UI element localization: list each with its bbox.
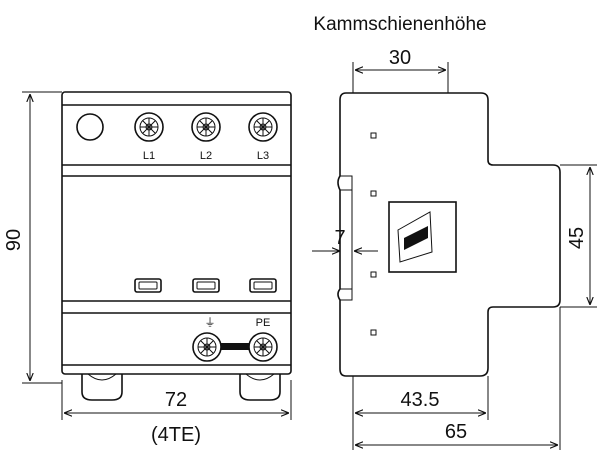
module-window xyxy=(249,278,277,293)
dimension-label-width: 72 xyxy=(165,389,187,411)
dimension-label-units: (4TE) xyxy=(151,424,201,446)
ground-symbol-label: ⏚ xyxy=(205,316,216,329)
side-view xyxy=(337,92,561,377)
mounting-foot xyxy=(81,374,123,401)
terminal-screw-icon xyxy=(248,112,278,142)
housing-outline xyxy=(61,91,292,375)
dimension-width: 72 (4TE) xyxy=(61,380,292,446)
terminal-screw-icon xyxy=(191,112,221,142)
label-plate xyxy=(388,201,457,273)
terminal-screw-icon xyxy=(134,112,164,142)
module-window xyxy=(134,278,162,293)
dimension-label-height: 90 xyxy=(3,229,25,251)
dimension-label-front-height: 45 xyxy=(566,227,588,249)
dimension-depth-total: 65 xyxy=(355,307,561,450)
slot-mark xyxy=(370,271,377,278)
module-window xyxy=(192,278,220,293)
dimension-label-rail: 30 xyxy=(389,47,411,69)
dimension-label-depth-inner: 43.5 xyxy=(401,389,440,411)
bridge-bar xyxy=(218,343,250,350)
dimension-offset: 7 xyxy=(312,227,378,251)
terminal-label-l1: L1 xyxy=(143,150,155,162)
side-housing-outline xyxy=(337,92,561,377)
slot-mark xyxy=(370,329,377,336)
dimension-label-offset: 7 xyxy=(334,227,345,249)
dimension-label-depth-total: 65 xyxy=(445,421,467,443)
status-indicator-icon xyxy=(76,113,104,141)
mounting-foot xyxy=(239,374,281,401)
dimension-front-height: 45 xyxy=(560,164,597,308)
terminal-screw-icon xyxy=(192,332,222,362)
pe-label: PE xyxy=(256,317,271,329)
terminal-screw-icon xyxy=(248,332,278,362)
page-title: Kammschienenhöhe xyxy=(313,14,486,35)
slot-mark xyxy=(370,132,377,139)
terminal-label-l2: L2 xyxy=(200,150,212,162)
terminal-label-l3: L3 xyxy=(257,150,269,162)
dimension-rail-height: 30 xyxy=(352,47,449,93)
front-view: L1 L2 L3 ⏚ PE xyxy=(61,91,292,401)
dimension-depth-inner: 43.5 xyxy=(352,376,489,450)
slot-mark xyxy=(370,190,377,197)
dimension-height: 90 xyxy=(3,91,62,384)
